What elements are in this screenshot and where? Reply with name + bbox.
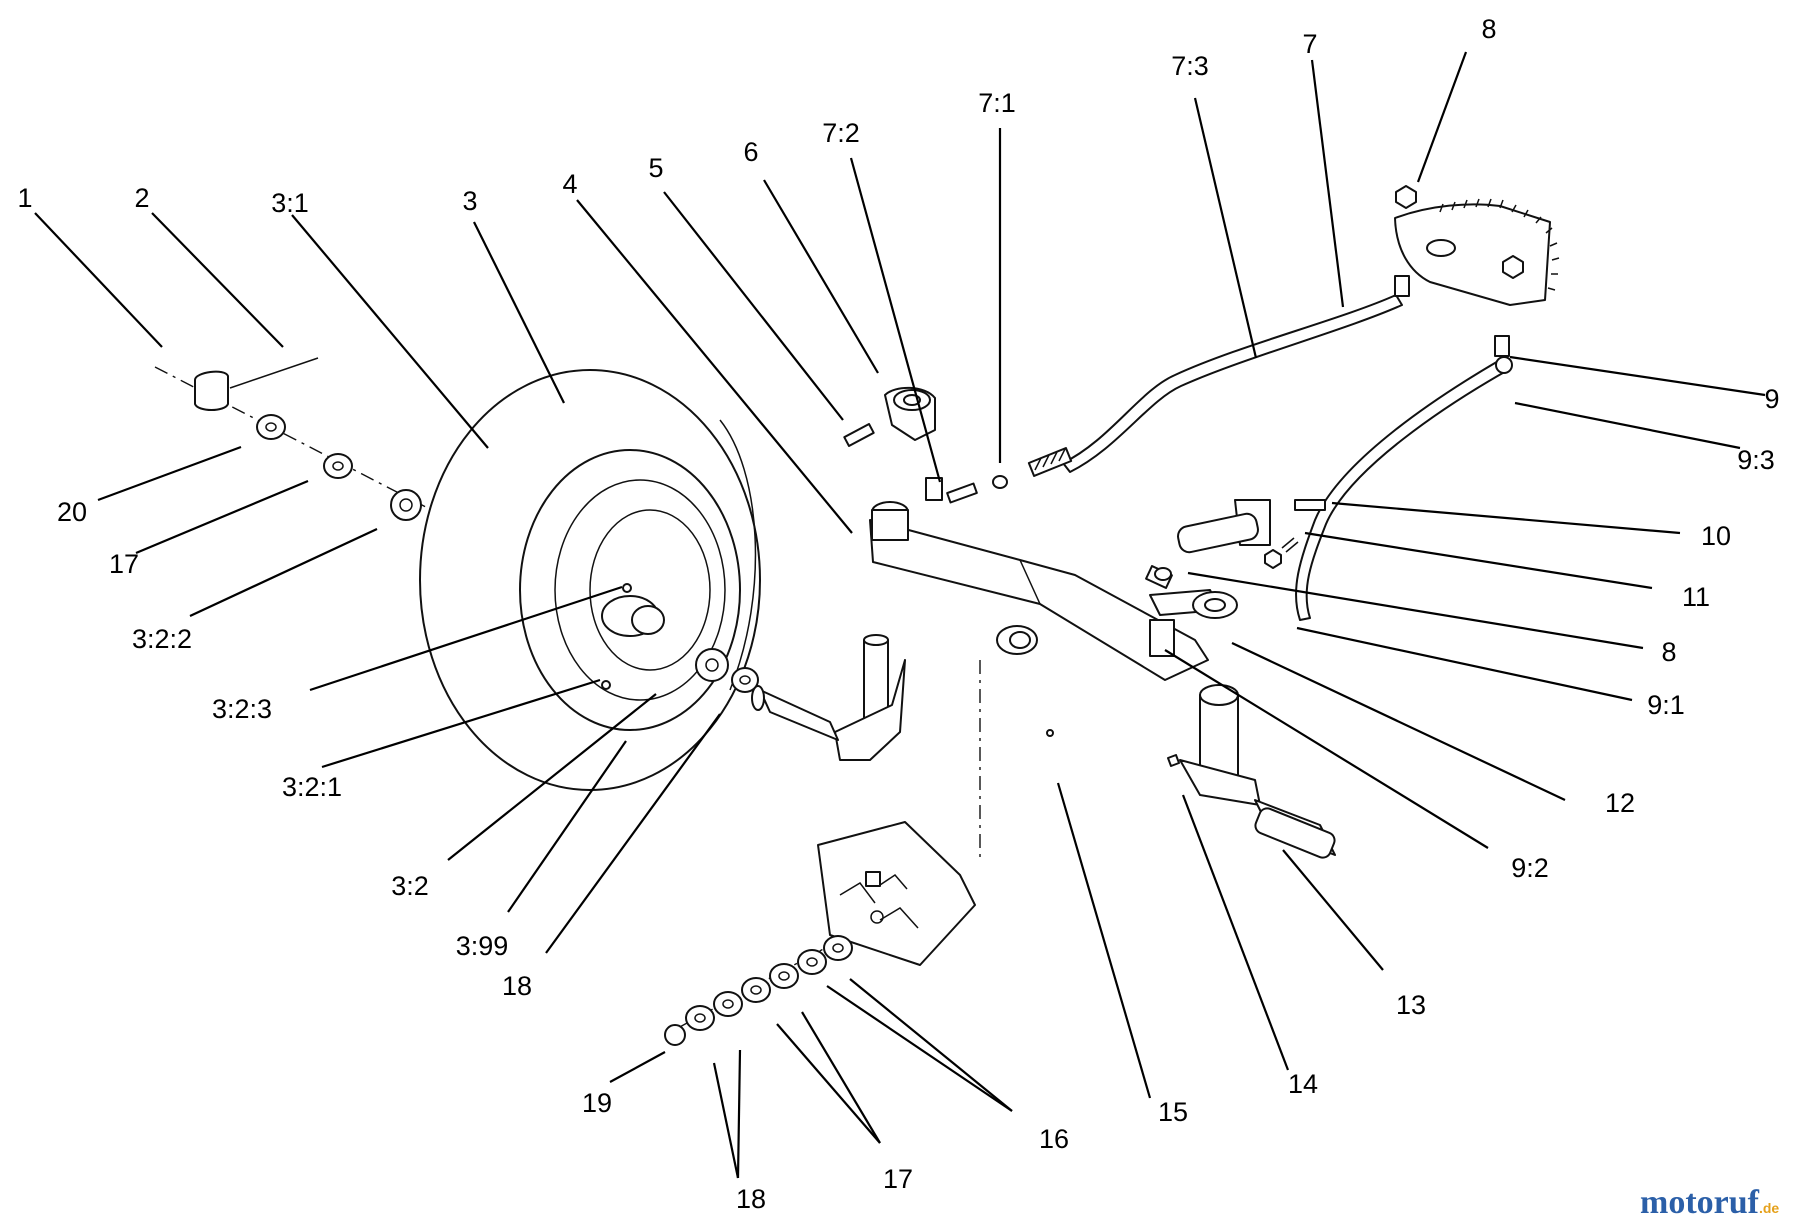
callout-19: 19 — [582, 1088, 612, 1118]
callout-9: 9 — [1764, 384, 1779, 414]
callout-14: 14 — [1288, 1069, 1318, 1099]
callout-13: 13 — [1396, 990, 1426, 1020]
callout-8-mid: 8 — [1661, 637, 1676, 667]
callout-labels: 1 2 3:1 3 4 5 6 7:2 7:1 7:3 7 8 9 9:3 10… — [17, 14, 1779, 1214]
callout-15: 15 — [1158, 1097, 1188, 1127]
motoruf-watermark: motoruf.de — [1640, 1184, 1779, 1221]
callout-16: 16 — [1039, 1124, 1069, 1154]
steering-arm-12 — [1149, 589, 1238, 657]
front-axle-beam — [869, 501, 1209, 681]
callout-18-mid: 18 — [502, 971, 532, 1001]
callout-7-2: 7:2 — [822, 118, 860, 148]
callout-5: 5 — [648, 153, 663, 183]
callout-8-top: 8 — [1481, 14, 1496, 44]
callout-3: 3 — [462, 186, 477, 216]
small-hardware — [925, 475, 1299, 767]
callout-9-1: 9:1 — [1647, 690, 1685, 720]
axle-mount-bracket — [817, 821, 976, 966]
callout-17-bottom: 17 — [883, 1164, 913, 1194]
left-spindle — [751, 634, 906, 761]
watermark-tld: .de — [1759, 1200, 1779, 1216]
callout-7: 7 — [1302, 29, 1317, 59]
callout-3-2-1: 3:2:1 — [282, 772, 342, 802]
callout-3-2-2: 3:2:2 — [132, 624, 192, 654]
svg-text:motoruf.de: motoruf.de — [1640, 1184, 1779, 1221]
callout-3-2-3: 3:2:3 — [212, 694, 272, 724]
steering-arm-6 — [843, 386, 936, 447]
callout-3-2: 3:2 — [391, 871, 429, 901]
callout-9-3: 9:3 — [1737, 445, 1775, 475]
callout-9-2: 9:2 — [1511, 853, 1549, 883]
callout-20: 20 — [57, 497, 87, 527]
wheel-hardware — [194, 357, 759, 693]
drag-link-9 — [1294, 356, 1513, 621]
callout-12: 12 — [1605, 788, 1635, 818]
callout-6: 6 — [743, 137, 758, 167]
steering-sector-gear — [1394, 185, 1560, 357]
pivot-bracket-11 — [1177, 499, 1326, 554]
steering-rod-7 — [1027, 294, 1403, 477]
callout-7-3: 7:3 — [1171, 51, 1209, 81]
right-spindle — [1179, 684, 1336, 859]
washer-stack — [664, 935, 853, 1046]
callout-11: 11 — [1682, 582, 1710, 612]
callout-17-left: 17 — [109, 549, 139, 579]
callout-7-1: 7:1 — [978, 88, 1016, 118]
callout-3-99: 3:99 — [456, 931, 509, 961]
leader-lines — [34, 51, 1766, 1179]
callout-1: 1 — [17, 183, 32, 213]
callout-18-bottom: 18 — [736, 1184, 766, 1214]
callout-3-1: 3:1 — [271, 188, 309, 218]
front-wheel — [419, 369, 761, 791]
callout-2: 2 — [134, 183, 149, 213]
watermark-brand: motoruf — [1640, 1184, 1760, 1221]
callout-10: 10 — [1701, 521, 1731, 551]
callout-4: 4 — [562, 169, 577, 199]
